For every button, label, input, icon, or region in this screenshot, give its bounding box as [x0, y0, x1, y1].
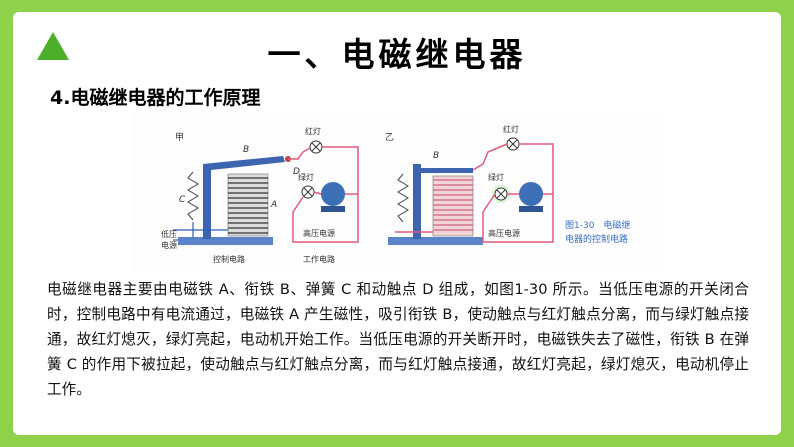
page-title: 一、电磁继电器	[267, 35, 527, 74]
diagram-left-tag: 甲	[175, 132, 184, 143]
label-low-voltage-left-1: 低压	[161, 229, 177, 239]
label-red-lamp-left: 红灯	[305, 126, 321, 136]
body-paragraph: 电磁继电器主要由电磁铁 A、衔铁 B、弹簧 C 和动触点 D 组成，如图1-30…	[47, 277, 749, 402]
slide: 一、电磁继电器 4.电磁继电器的工作原理 甲 B A	[13, 12, 781, 435]
label-B-right: B	[433, 151, 439, 161]
relay-control-circuit-figure: 甲 B A C D	[133, 112, 663, 272]
label-D: D	[293, 167, 300, 177]
triangle-icon	[37, 32, 69, 60]
body-text: 电磁继电器主要由电磁铁 A、衔铁 B、弹簧 C 和动触点 D 组成，如图1-30…	[47, 281, 749, 398]
section-subtitle: 4.电磁继电器的工作原理	[50, 87, 261, 109]
label-high-voltage-right: 高压电源	[488, 228, 520, 238]
label-red-lamp-right: 红灯	[503, 124, 519, 134]
figure-caption-line2: 电器的控制电路	[565, 233, 628, 245]
label-low-voltage-left-2: 电源	[161, 240, 177, 250]
label-working-circuit: 工作电路	[303, 254, 335, 264]
label-green-lamp-left: 绿灯	[298, 172, 314, 182]
label-C: C	[179, 195, 186, 205]
label-green-lamp-right: 绿灯	[488, 172, 504, 182]
figure-caption-line1: 图1-30 电磁继	[565, 219, 630, 231]
diagram-right: 乙 B 红灯 绿灯	[385, 124, 554, 245]
diagram-right-tag: 乙	[385, 132, 394, 143]
diagram-left: 甲 B A C D	[161, 126, 359, 264]
label-A: A	[270, 200, 277, 210]
label-high-voltage-left: 高压电源	[303, 228, 335, 238]
label-B: B	[243, 145, 249, 155]
label-control-circuit: 控制电路	[213, 254, 245, 264]
